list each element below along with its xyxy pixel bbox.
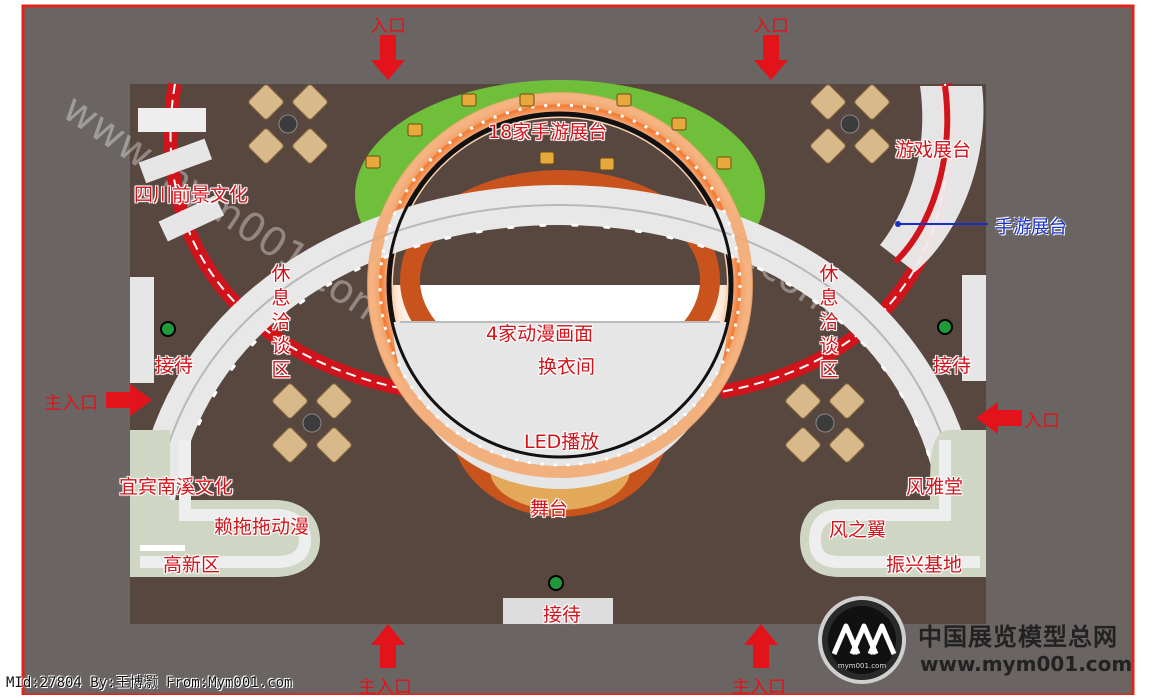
zone-changing-room: 换衣间 xyxy=(538,356,596,378)
zone-mobile-booth: 手游展台 xyxy=(995,217,1067,238)
red-arrow-icon xyxy=(754,35,788,80)
zone-gaoxin: 高新区 xyxy=(163,554,221,576)
bottom-left-wall xyxy=(130,430,320,577)
bottom-reception-counter xyxy=(503,598,613,624)
left-red-arc-line xyxy=(169,83,421,393)
zone-reception-bottom: 接待 xyxy=(543,604,582,626)
zone-mobile-games-18: 18家手游展台 xyxy=(488,121,608,143)
zone-anime-4: 4家动漫画面 xyxy=(486,323,594,345)
entrance-label-left-main: 主入口 xyxy=(44,393,98,414)
zone-laituotuo: 赖拖拖动漫 xyxy=(214,516,310,538)
logo-subtext: mym001.com xyxy=(838,662,886,670)
zone-reception-right: 接待 xyxy=(933,355,972,377)
potted-plant-icon xyxy=(937,319,953,335)
table-and-chairs-icon xyxy=(810,84,890,164)
red-arrow-icon xyxy=(976,402,1022,434)
zone-fengyatang: 风雅堂 xyxy=(906,476,964,498)
red-arrow-icon xyxy=(371,624,405,668)
table-and-chairs-icon xyxy=(785,383,865,463)
entrance-label-bottom-left: 主入口 xyxy=(358,677,412,698)
top-left-panel xyxy=(138,108,206,132)
zone-stage: 舞台 xyxy=(530,498,569,520)
footer-credit: MId:27804 By:王博灏 From:Mym001.com xyxy=(6,675,293,691)
right-reception-wall xyxy=(962,275,986,381)
entrance-label-right: 入口 xyxy=(1024,411,1060,432)
walkway-arc-edge xyxy=(149,203,966,549)
ava-logo-icon: mym001.com xyxy=(818,596,906,684)
game-booth-red-line xyxy=(892,85,951,265)
brand-url: www.mym001.com xyxy=(920,652,1133,676)
ring-lights xyxy=(378,103,742,467)
potted-plant-icon xyxy=(548,575,564,591)
potted-plant-icon xyxy=(160,321,176,337)
entrance-label-top-left: 入口 xyxy=(370,16,406,37)
ring-seats xyxy=(365,93,732,171)
zone-lounge-right: 休息洽谈区 xyxy=(819,263,839,381)
ring-inner-line xyxy=(386,111,734,459)
zone-zhenxing: 振兴基地 xyxy=(886,554,963,576)
left-reception-wall xyxy=(130,277,154,383)
left-display-panel-2 xyxy=(158,195,225,242)
zone-sichuan-qianjing: 四川前景文化 xyxy=(134,184,249,206)
game-booth-panel xyxy=(880,86,984,272)
left-display-panel-1 xyxy=(138,138,212,184)
right-red-arc-line xyxy=(719,83,950,393)
zone-game-booth: 游戏展台 xyxy=(895,139,972,161)
bottom-left-wall-inner xyxy=(140,440,312,568)
bottom-right-wall-inner xyxy=(808,440,980,568)
entrance-label-top-right: 入口 xyxy=(753,16,789,37)
entrance-label-bottom-right: 主入口 xyxy=(732,677,786,698)
zone-led-screen: LED播放 xyxy=(524,431,600,453)
zone-yibin-nanxi: 宜宾南溪文化 xyxy=(119,476,234,498)
red-arrow-icon xyxy=(744,624,778,668)
zone-reception-left: 接待 xyxy=(155,355,194,377)
gaoxin-marker xyxy=(140,545,185,551)
red-arrow-icon xyxy=(371,35,405,80)
walkway-lights xyxy=(168,223,947,550)
ring-overlay xyxy=(367,92,753,478)
zone-lounge-left: 休息洽谈区 xyxy=(271,263,291,381)
pointer-dot xyxy=(895,221,901,227)
table-and-chairs-icon xyxy=(248,84,328,164)
table-and-chairs-icon xyxy=(272,383,352,463)
zone-fengzhiyi: 风之翼 xyxy=(829,519,887,541)
red-arrow-icon xyxy=(106,384,152,416)
brand-name: 中国展览模型总网 xyxy=(918,623,1118,651)
